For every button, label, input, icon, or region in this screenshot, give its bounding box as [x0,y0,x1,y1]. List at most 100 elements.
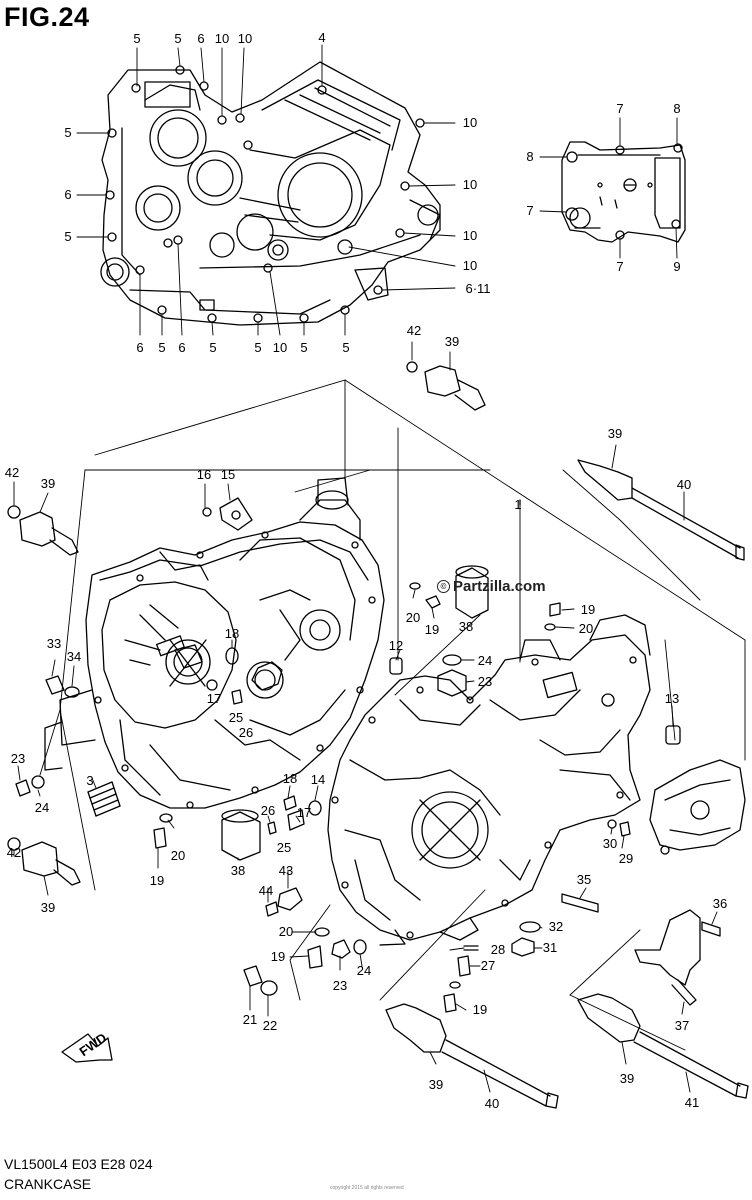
callout-18: 18 [225,626,239,641]
callout-14: 14 [311,772,325,787]
callout-5: 5 [64,229,71,244]
callout-16: 16 [197,467,211,482]
callout-5: 5 [342,340,349,355]
callout-6: 6 [64,187,71,202]
callout-42: 42 [407,323,421,338]
callout-5: 5 [158,340,165,355]
callout-30: 30 [603,836,617,851]
callout-5: 5 [133,31,140,46]
leader-lines-lower [13,341,718,1093]
callout-7: 7 [526,203,533,218]
callout-34: 34 [67,649,81,664]
callout-42: 42 [5,465,19,480]
callout-5: 5 [174,31,181,46]
callout-19: 19 [425,622,439,637]
callout-26: 26 [239,725,253,740]
crankcase-side-view [100,61,441,326]
callout-5: 5 [300,340,307,355]
callout-12: 12 [389,638,403,653]
callout-33: 33 [47,636,61,651]
callout-32: 32 [549,919,563,934]
callout-43: 43 [279,863,293,878]
model-code: VL1500L4 E03 E28 024 [4,1156,153,1172]
assembly-guide-lines [39,379,746,1051]
callout-20: 20 [279,924,293,939]
section-name: CRANKCASE [4,1176,92,1192]
leader-lines-top [76,44,456,336]
callout-39: 39 [41,476,55,491]
callout-10: 10 [463,177,477,192]
callout-39: 39 [608,426,622,441]
callout-37: 37 [675,1018,689,1033]
callout-17: 17 [207,691,221,706]
callout-5: 5 [254,340,261,355]
crankcase-cover [561,141,686,243]
callout-3: 3 [86,773,93,788]
callout-24: 24 [357,963,371,978]
callout-25: 25 [277,840,291,855]
callout-31: 31 [543,940,557,955]
callout-17: 17 [297,805,311,820]
callout-21: 21 [243,1012,257,1027]
callout-41: 41 [685,1095,699,1110]
callout-24: 24 [478,653,492,668]
watermark-text: Partzilla.com [453,578,546,595]
callout-5: 5 [209,340,216,355]
callout-22: 22 [263,1018,277,1033]
callout-10: 10 [273,340,287,355]
callout-6: 6 [197,31,204,46]
callout-7: 7 [616,101,623,116]
callout-38: 38 [459,619,473,634]
callout-10: 10 [463,228,477,243]
callout-13: 13 [665,691,679,706]
callout-19: 19 [581,602,595,617]
callout-8: 8 [526,149,533,164]
callout-1: 1 [514,497,521,512]
callout-39: 39 [445,334,459,349]
copyright-icon: © [437,580,450,593]
fine-print: copyright 2015 all rights reserved [330,1185,404,1191]
callout-44: 44 [259,883,273,898]
callout-7: 7 [616,259,623,274]
callout-40: 40 [485,1096,499,1111]
left-crankcase-half [44,477,385,809]
callout-39: 39 [620,1071,634,1086]
callout-28: 28 [491,942,505,957]
callout-6: 6 [178,340,185,355]
callout-10: 10 [238,31,252,46]
callout-35: 35 [577,872,591,887]
callout-40: 40 [677,477,691,492]
callout-8: 8 [673,101,680,116]
callout-4: 4 [318,30,325,45]
watermark: ©Partzilla.com [437,578,546,595]
callout-42: 42 [7,845,21,860]
callout-6-11: 6·11 [465,281,490,296]
callout-25: 25 [229,710,243,725]
callout-36: 36 [713,896,727,911]
callout-15: 15 [221,467,235,482]
callout-10: 10 [463,258,477,273]
callout-10: 10 [215,31,229,46]
small-hardware [7,361,749,1109]
callout-6: 6 [136,340,143,355]
callout-5: 5 [64,125,71,140]
callout-20: 20 [406,610,420,625]
figure-title: FIG.24 [4,2,90,32]
callout-18: 18 [283,771,297,786]
callout-20: 20 [171,848,185,863]
callout-38: 38 [231,863,245,878]
callout-23: 23 [11,751,25,766]
callout-10: 10 [463,115,477,130]
callout-23: 23 [478,674,492,689]
right-crankcase-half [327,614,746,946]
callout-19: 19 [150,873,164,888]
callout-19: 19 [271,949,285,964]
callout-26: 26 [261,803,275,818]
callout-27: 27 [481,958,495,973]
callout-24: 24 [35,800,49,815]
callout-20: 20 [579,621,593,636]
callout-39: 39 [41,900,55,915]
